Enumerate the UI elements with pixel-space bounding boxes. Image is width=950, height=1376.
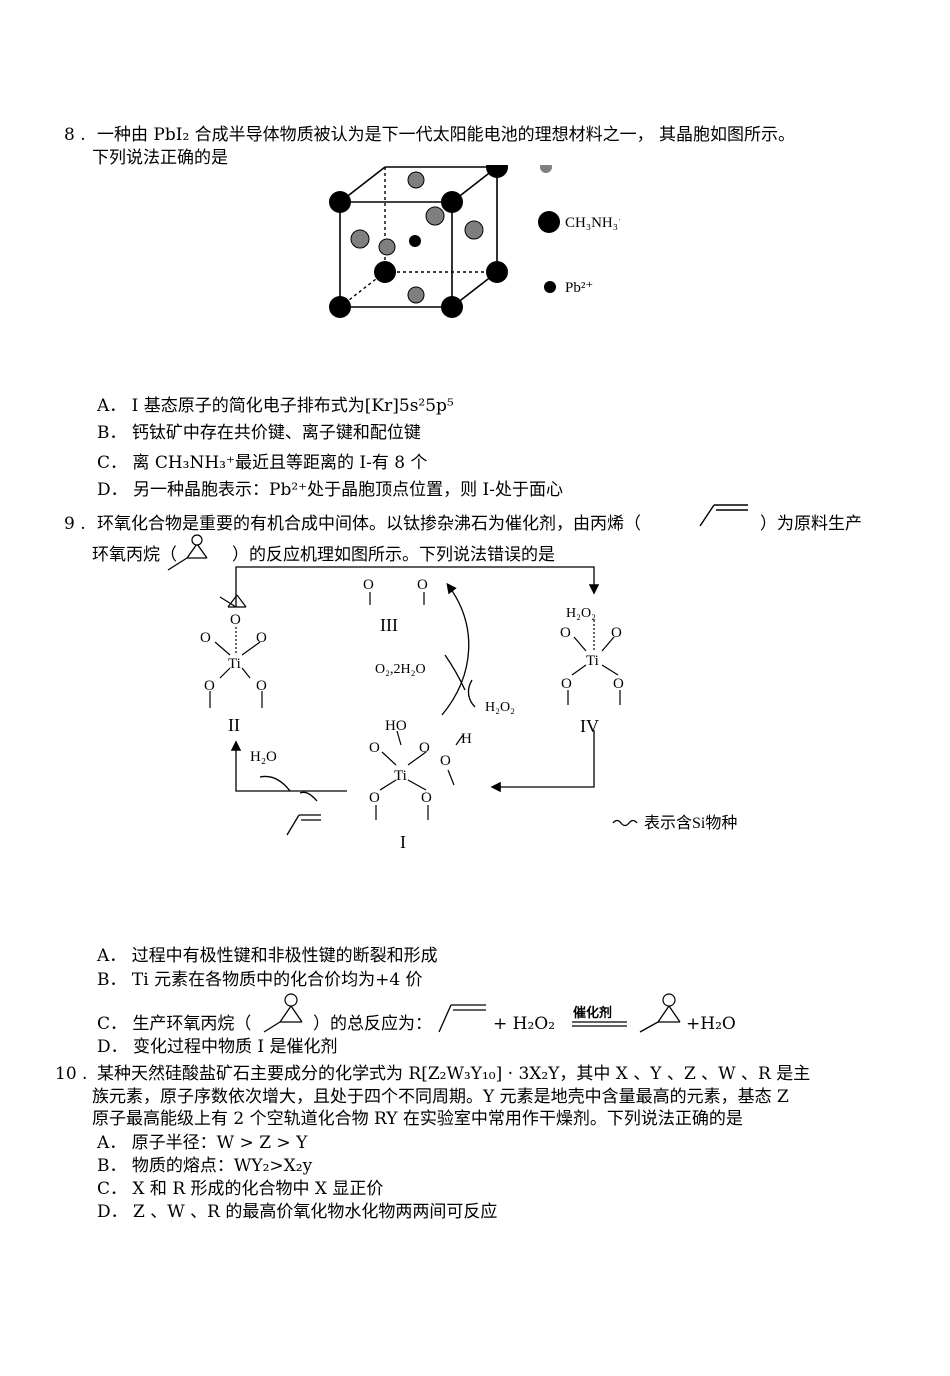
- legend-si-species: 表示含Si物种: [644, 814, 737, 832]
- svg-text:O: O: [256, 630, 267, 646]
- q8-stem-line2: 下列说法正确的是: [92, 148, 228, 168]
- svg-text:Ti: Ti: [394, 768, 407, 784]
- svg-text:O: O: [417, 577, 428, 593]
- svg-text:O: O: [230, 612, 241, 628]
- svg-text:O: O: [363, 577, 374, 593]
- q9-option-c-h2o: +H₂O: [686, 1014, 736, 1034]
- q10-option-b: B． 物质的熔点：WY₂>X₂y: [97, 1156, 313, 1176]
- q8-option-a: A． I 基态原子的简化电子排布式为[Kr]5s²5p⁵: [97, 396, 454, 416]
- h2o-label: H₂O: [250, 749, 277, 765]
- propylene-structure-icon: [699, 504, 748, 527]
- propylene-formula-icon: [438, 1004, 486, 1033]
- q9-option-b: B． Ti 元素在各物质中的化合价均为+4 价: [97, 970, 423, 990]
- q8-option-c: C． 离 CH₃NH₃⁺最近且等距离的 I-有 8 个: [97, 453, 428, 473]
- propylene-oxide-icon-2: [263, 993, 303, 1033]
- q9-stem-line1a: 环氧化合物是重要的有机合成中间体。以钛掺杂沸石为催化剂，由丙烯（: [97, 514, 641, 534]
- species-II-label: II: [228, 715, 240, 735]
- q10-option-c: C． X 和 R 形成的化合物中 X 显正价: [97, 1179, 384, 1199]
- svg-text:O: O: [369, 790, 380, 806]
- q10-stem-line1: 某种天然硅酸盐矿石主要成分的化学式为 R[Z₂W₃Y₁₀] · 3X₂Y，其中 …: [97, 1064, 811, 1084]
- svg-text:O: O: [611, 625, 622, 641]
- q9-option-a: A． 过程中有极性键和非极性键的断裂和形成: [97, 946, 438, 966]
- q9-option-c-h2o2: + H₂O₂: [493, 1014, 556, 1034]
- species-III-label: III: [380, 615, 398, 635]
- species-I-label: I: [400, 832, 406, 852]
- q8-option-b: B． 钙钛矿中存在共价键、离子键和配位键: [97, 423, 421, 443]
- equals-arrow: [572, 1021, 627, 1027]
- q8-stem-line1: 一种由 PbI₂ 合成半导体物质被认为是下一代太阳能电池的理想材料之一， 其晶胞…: [97, 125, 796, 145]
- svg-text:HO: HO: [385, 718, 407, 734]
- q9-option-c-mid: ）的总反应为：: [313, 1014, 432, 1034]
- svg-text:O: O: [200, 630, 211, 646]
- propylene-oxide-icon: [167, 534, 208, 571]
- catalyst-label: 催化剂: [573, 1006, 613, 1021]
- svg-text:O: O: [421, 790, 432, 806]
- q10-number: 10 .: [55, 1064, 88, 1084]
- q10-stem-line2: 族元素，原子序数依次增大，且处于四个不同周期。Y 元素是地壳中含量最高的元素，基…: [92, 1087, 789, 1107]
- svg-text:O: O: [561, 676, 572, 692]
- svg-text:H₂O₂: H₂O₂: [566, 606, 596, 621]
- q9-stem-line2b: ）的反应机理如图所示。下列说法错误的是: [232, 545, 555, 565]
- svg-text:O: O: [560, 625, 571, 641]
- svg-text:Ti: Ti: [228, 656, 241, 672]
- propylene-oxide-icon-3: [639, 993, 681, 1033]
- q9-stem-line1b: ）为原料生产: [760, 514, 862, 534]
- h2o2-label: H₂O₂: [485, 700, 515, 715]
- q9-option-d: D． 变化过程中物质 I 是催化剂: [97, 1037, 338, 1057]
- q10-option-a: A． 原子半径：W > Z > Y: [97, 1133, 308, 1153]
- svg-text:Ti: Ti: [586, 653, 599, 669]
- svg-text:O: O: [369, 740, 380, 756]
- svg-text:O: O: [419, 740, 430, 756]
- q10-option-d: D． Z 、W 、R 的最高价氧化物水化物两两间可反应: [97, 1202, 498, 1222]
- q9-number: 9 .: [64, 514, 86, 534]
- legend-ch3nh3-label: CH₃NH₃⁺: [565, 215, 620, 231]
- q10-stem-line3: 原子最高能级上有 2 个空轨道化合物 RY 在实验室中常用作干燥剂。下列说法正确…: [92, 1109, 743, 1129]
- q8-option-d: D． 另一种晶胞表示：Pb²⁺处于晶胞顶点位置，则 I-处于面心: [97, 480, 564, 500]
- q9-stem-line2a: 环氧丙烷（: [92, 545, 177, 565]
- svg-text:O: O: [256, 678, 267, 694]
- svg-text:O: O: [440, 753, 451, 769]
- reaction-mechanism-diagram: O O O Ti O O II H₂O O O III O₂,2H₂O H₂O₂…: [200, 566, 737, 852]
- legend-ch3nh3-dot: [538, 211, 560, 233]
- q9-option-c-prefix: C． 生产环氧丙烷（: [97, 1014, 252, 1034]
- svg-text:O: O: [613, 676, 624, 692]
- legend-pb-label: Pb²⁺: [565, 280, 593, 296]
- species-IV-label: IV: [580, 716, 599, 736]
- si-species-wave-icon: [612, 819, 638, 827]
- o2-2h2o-label: O₂,2H₂O: [375, 662, 426, 677]
- q8-number: 8 .: [64, 125, 86, 145]
- svg-text:O: O: [204, 678, 215, 694]
- crystal-cell-figure: CH₃NH₃⁺ Pb²⁺: [329, 165, 620, 318]
- svg-text:H: H: [461, 731, 472, 747]
- legend-pb-dot: [544, 281, 556, 293]
